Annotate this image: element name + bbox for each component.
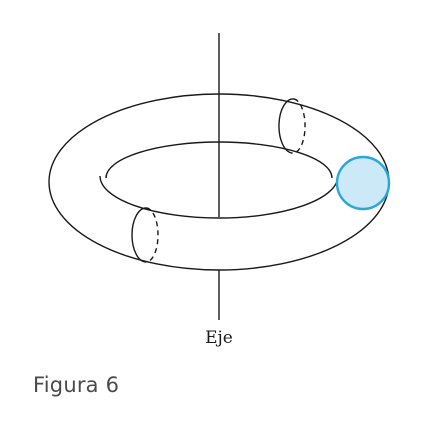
figure-caption: Figura 6: [33, 373, 120, 397]
cross-section-top-back: [291, 98, 306, 154]
cross-section-bottom-front: [131, 207, 147, 263]
highlighted-circle-section: [335, 155, 391, 211]
cross-section-bottom-back: [145, 207, 159, 263]
cross-section-top-front: [278, 98, 295, 154]
torus-inner-front-arc: [99, 175, 339, 219]
torus-inner-back-arc: [105, 141, 333, 179]
axis-label: Eje: [205, 328, 233, 348]
